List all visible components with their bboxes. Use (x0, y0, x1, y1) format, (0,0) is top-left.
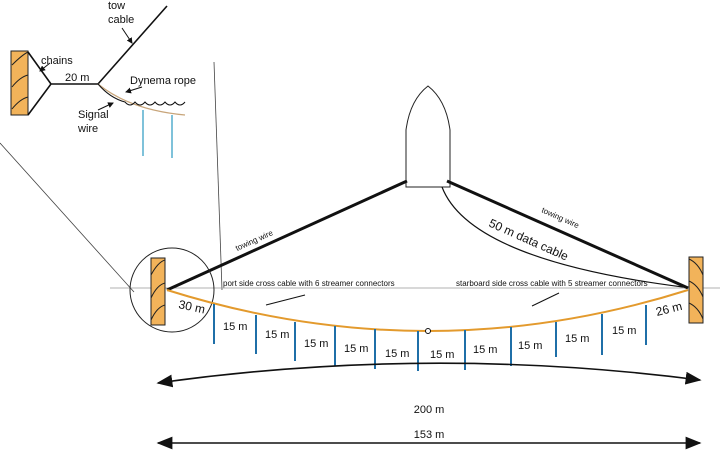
spacing-label: 15 m (430, 349, 454, 361)
detail-circle (129, 247, 215, 333)
tow-cable-label: tow (108, 0, 125, 12)
spacing-label: 15 m (473, 344, 497, 356)
spacing-label: 15 m (385, 348, 409, 360)
spacing-label: 15 m (344, 343, 368, 355)
towing-wire-starboard (446, 179, 689, 290)
ship-hull (405, 85, 451, 188)
streamers (213, 304, 647, 371)
spacing-label: 15 m (265, 329, 289, 341)
arc-length-arrow (156, 362, 702, 388)
starboard-label-pointer (531, 292, 560, 307)
span-label: 153 m (414, 429, 445, 441)
dynema-rope (97, 83, 186, 116)
spacing-label: 15 m (223, 321, 247, 333)
port-cable-label: port side cross cable with 6 streamer co… (223, 279, 395, 288)
spacing-label: 15 m (565, 333, 589, 345)
towing-wire-port (166, 179, 408, 292)
starboard-cable-label: starboard side cross cable with 5 stream… (456, 279, 648, 288)
chains-label: chains (41, 55, 73, 67)
spacing-label: 15 m (304, 338, 328, 350)
dynema-label: Dynema rope (130, 75, 196, 87)
signal-label-2: wire (77, 123, 98, 135)
inset-length-label: 20 m (65, 72, 89, 84)
spacing-label: 15 m (518, 340, 542, 352)
data-cable-label: 50 m data cable (487, 216, 571, 264)
port-label-pointer (265, 294, 306, 306)
starboard-door (688, 256, 704, 324)
tow-cable-label-2: cable (108, 14, 134, 26)
port-door (150, 257, 166, 326)
signal-label: Signal (78, 109, 109, 121)
starboard-end-length: 26 m (654, 299, 683, 319)
inset-door (10, 50, 29, 116)
data-cable (441, 186, 684, 288)
spacing-label: 15 m (612, 325, 636, 337)
inset-detail: tow cable chains 20 m Dynema rope Signal… (10, 0, 196, 158)
arc-length-label: 200 m (414, 404, 445, 416)
center-connector (425, 328, 431, 334)
signal-wire (97, 83, 186, 106)
zoom-guide-line (0, 142, 135, 293)
zoom-guide-line (213, 61, 223, 291)
port-end-length: 30 m (177, 297, 206, 316)
